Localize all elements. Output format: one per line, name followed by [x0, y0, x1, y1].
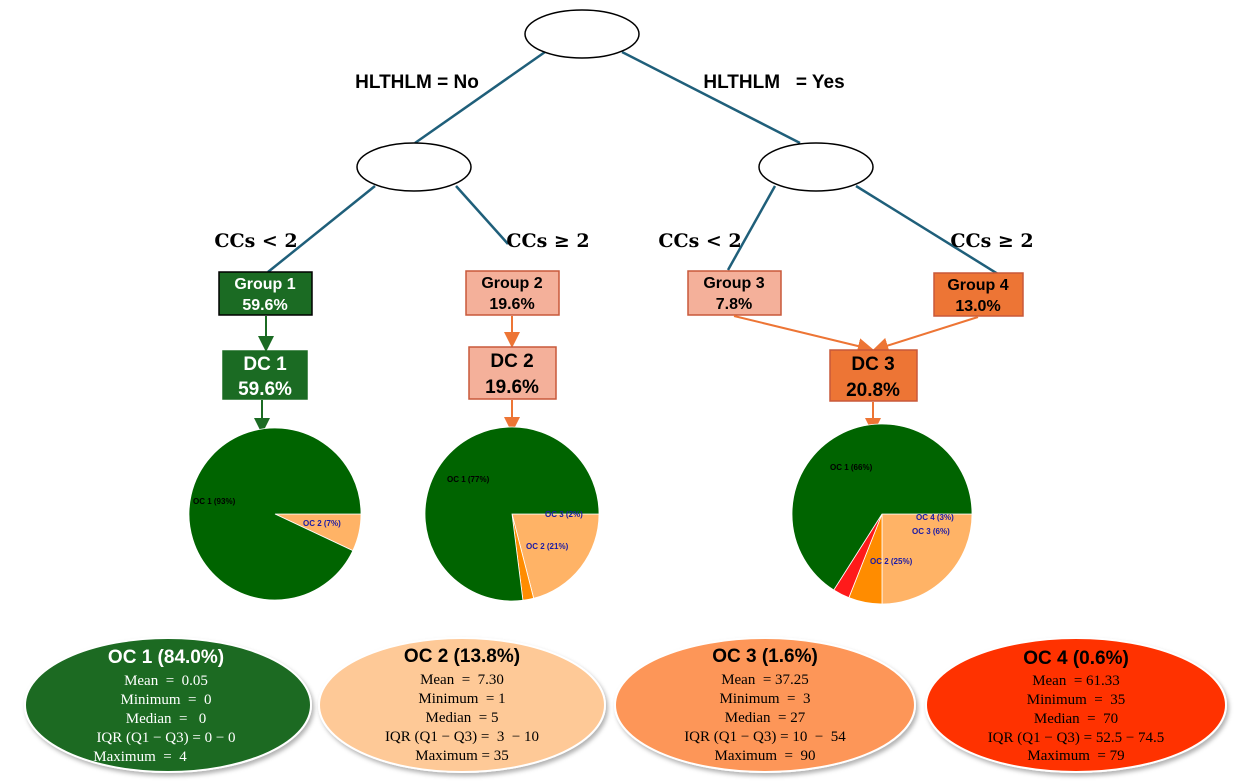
dc-3-pct: 20.8% — [846, 380, 900, 401]
dc-1-pct: 59.6% — [238, 379, 292, 400]
branch-label-cc-lt-left: CCs < 2 — [214, 230, 297, 252]
oc3-median: Median = 27 — [725, 710, 806, 726]
pie-dc1: OC 1 (93%) OC 2 (7%) — [188, 427, 362, 601]
oc1-minimum: Minimum = 0 — [121, 692, 212, 708]
dc-2-box: DC 2 19.6% — [468, 346, 557, 400]
oc2-mean: Mean = 7.30 — [420, 672, 504, 688]
group-1-name: Group 1 — [234, 276, 295, 293]
oc4-maximum: Maximum = 79 — [1027, 748, 1124, 764]
outcome-oc4: OC 4 (0.6%) Mean = 61.33 Minimum = 35 Me… — [925, 637, 1227, 773]
root-node — [524, 9, 640, 59]
pie-slice-label: OC 2 (7%) — [303, 519, 341, 528]
pie-slice-label: OC 3 (6%) — [912, 527, 950, 536]
branch-label-hlthlm-no: HLTHLM = No — [355, 72, 479, 93]
branch-label-hlthlm-yes: HLTHLM = Yes — [703, 72, 844, 93]
outcome-oc2: OC 2 (13.8%) Mean = 7.30 Minimum = 1 Med… — [318, 637, 606, 773]
pie-slice — [791, 423, 973, 591]
pie-dc2: OC 1 (77%) OC 2 (21%) OC 3 (2%) — [424, 426, 600, 602]
outcome-oc1: OC 1 (84.0%) Mean = 0.05 Minimum = 0 Med… — [24, 637, 312, 773]
oc4-median: Median = 70 — [1034, 711, 1118, 727]
oc2-maximum: Maximum = 35 — [415, 748, 508, 764]
oc3-mean: Mean = 37.25 — [721, 672, 809, 688]
oc2-minimum: Minimum = 1 — [418, 691, 505, 707]
edge-root-right — [621, 50, 801, 145]
node-hlthlm-yes — [758, 142, 874, 192]
outcome-oc3: OC 3 (1.6%) Mean = 37.25 Minimum = 3 Med… — [614, 637, 916, 773]
oc2-median: Median = 5 — [425, 710, 498, 726]
oc4-mean: Mean = 61.33 — [1032, 673, 1120, 689]
group-3-pct: 7.8% — [716, 296, 752, 313]
oc1-median: Median = 0 — [126, 711, 207, 727]
pie-slice-label: OC 1 (93%) — [193, 497, 236, 506]
group-3-name: Group 3 — [703, 275, 764, 292]
edge-root-left — [414, 50, 546, 145]
group-1-box: Group 1 59.6% — [218, 271, 313, 316]
pie-slice — [188, 427, 362, 601]
group-4-pct: 13.0% — [955, 298, 1000, 315]
pie-slice — [881, 513, 973, 605]
pie-slice-label: OC 2 (25%) — [870, 557, 913, 566]
dc-2-pct: 19.6% — [485, 377, 539, 398]
oc4-minimum: Minimum = 35 — [1027, 692, 1125, 708]
oc1-title: OC 1 (84.0%) — [108, 647, 224, 668]
dc-1-box: DC 1 59.6% — [222, 350, 308, 400]
group-2-name: Group 2 — [481, 275, 542, 292]
oc4-title: OC 4 (0.6%) — [1023, 648, 1129, 669]
tree-edges — [267, 50, 999, 276]
pie-slice-label: OC 4 (3%) — [916, 513, 954, 522]
edge-left-group2 — [455, 185, 509, 245]
oc3-maximum: Maximum = 90 — [715, 748, 816, 764]
pie-slice-label: OC 3 (2%) — [545, 510, 583, 519]
branch-label-cc-ge-right: CCs ≥ 2 — [950, 230, 1033, 252]
branch-label-cc-ge-left: CCs ≥ 2 — [506, 230, 589, 252]
group-1-pct: 59.6% — [242, 297, 287, 314]
group-2-box: Group 2 19.6% — [465, 270, 560, 316]
dc-3-name: DC 3 — [851, 354, 894, 375]
group-4-name: Group 4 — [947, 277, 1008, 294]
oc3-minimum: Minimum = 3 — [720, 691, 811, 707]
pie-dc3: OC 1 (66%) OC 2 (25%) OC 3 (6%) OC 4 (3%) — [791, 423, 973, 605]
edge-left-group1 — [267, 185, 376, 273]
edge-right-group3 — [726, 185, 777, 271]
group-2-pct: 19.6% — [489, 296, 534, 313]
pie-slice — [424, 426, 600, 602]
oc1-maximum: Maximum = 4 — [93, 749, 187, 765]
dc-1-name: DC 1 — [243, 354, 287, 375]
edge-right-group4 — [855, 184, 999, 276]
oc3-title: OC 3 (1.6%) — [712, 646, 818, 667]
arrow-group3-dc3 — [733, 315, 874, 354]
oc4-iqr: IQR (Q1 − Q3) = 52.5 − 74.5 — [988, 730, 1165, 746]
oc2-title: OC 2 (13.8%) — [404, 646, 520, 667]
dc-2-name: DC 2 — [490, 351, 533, 372]
oc1-mean: Mean = 0.05 — [124, 673, 208, 689]
branch-label-cc-lt-right: CCs < 2 — [658, 230, 741, 252]
pie-slice-label: OC 2 (21%) — [526, 542, 569, 551]
pie-slice-label: OC 1 (66%) — [830, 463, 873, 472]
group-3-box: Group 3 7.8% — [687, 270, 782, 316]
dc-3-box: DC 3 20.8% — [829, 349, 918, 402]
pie-slice — [511, 513, 600, 599]
oc1-iqr: IQR (Q1 − Q3) = 0 − 0 — [96, 730, 235, 746]
arrow-group4-dc3 — [872, 316, 979, 354]
oc2-iqr: IQR (Q1 − Q3) = 3 − 10 — [385, 729, 539, 745]
pie-slice-label: OC 1 (77%) — [447, 475, 490, 484]
node-hlthlm-no — [356, 142, 472, 192]
oc3-iqr: IQR (Q1 − Q3) = 10 − 54 — [684, 729, 846, 745]
group-4-box: Group 4 13.0% — [933, 272, 1024, 317]
